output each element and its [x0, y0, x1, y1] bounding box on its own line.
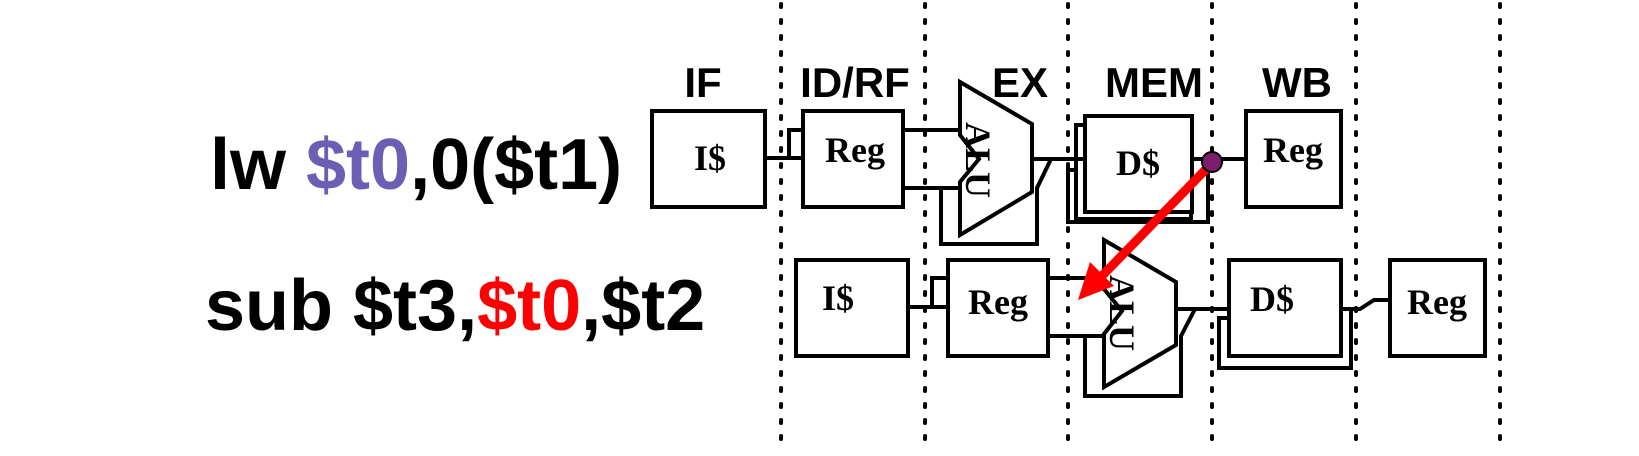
lw-labels: I$ Reg ALU D$ Reg: [694, 122, 1323, 198]
forwarding-source-dot: [1201, 151, 1223, 173]
forwarding-path: [1078, 151, 1223, 300]
lw-wire-alu-loop: [939, 158, 1053, 246]
sub-dcache-label: D$: [1250, 279, 1294, 319]
sub-labels: I$ Reg ALU D$ Reg: [822, 275, 1467, 351]
instr-lw-op: lw: [210, 125, 306, 205]
stage-labels: IF ID/RF EX MEM WB: [684, 59, 1332, 106]
sub-reg-label: Reg: [968, 282, 1028, 322]
stage-label-ex: EX: [992, 59, 1048, 106]
sub-reg-box: [946, 258, 1050, 358]
lw-wb-reg-label: Reg: [1263, 130, 1323, 170]
forwarding-arrow-head: [1078, 262, 1114, 300]
sub-icache-box: [794, 258, 910, 358]
lw-alu-shape: [958, 78, 1034, 239]
lw-icache-label: I$: [694, 138, 726, 178]
instr-sub-hazard: $t0: [477, 266, 581, 346]
pipeline-row-lw: [650, 78, 1343, 246]
instruction-sub: sub $t3,$t0,$t2: [205, 266, 705, 346]
sub-wire-if-id: [908, 276, 948, 309]
lw-reg-label: Reg: [825, 130, 885, 170]
lw-dcache-label: D$: [1116, 143, 1160, 183]
stage-label-if: IF: [684, 59, 721, 106]
pipeline-row-sub: [794, 236, 1487, 398]
sub-icache-label: I$: [822, 278, 854, 318]
lw-wire-dcache-bypass: [1066, 159, 1210, 224]
instruction-lw: lw $t0,0($t1): [210, 125, 622, 205]
sub-wb-reg-label: Reg: [1407, 282, 1467, 322]
forwarding-arrow-shaft: [1093, 158, 1217, 285]
lw-wire-if-id: [765, 128, 803, 160]
lw-icache-box: [650, 109, 767, 209]
lw-alu-label: ALU: [958, 122, 998, 198]
sub-wire-dcache-bypass: [1217, 309, 1353, 370]
stage-label-id: ID/RF: [800, 59, 910, 106]
stage-label-mem: MEM: [1105, 59, 1203, 106]
instr-lw-rest: ,0($t1): [410, 125, 622, 205]
stage-label-wb: WB: [1262, 59, 1332, 106]
stage-boundaries: [779, 2, 1502, 453]
lw-wb-reg-box: [1244, 109, 1343, 209]
instr-sub-op: sub $t3,: [205, 266, 477, 346]
instr-sub-rest: ,$t2: [581, 266, 705, 346]
sub-wb-reg-box: [1388, 258, 1487, 358]
lw-reg-box: [801, 109, 905, 209]
sub-wire-alu-loop: [1083, 308, 1197, 398]
sub-wire-mem-wb: [1341, 298, 1390, 311]
instr-lw-dest: $t0: [306, 125, 410, 205]
lw-dcache-box: [1083, 114, 1194, 214]
sub-alu-shape: [1102, 236, 1178, 391]
